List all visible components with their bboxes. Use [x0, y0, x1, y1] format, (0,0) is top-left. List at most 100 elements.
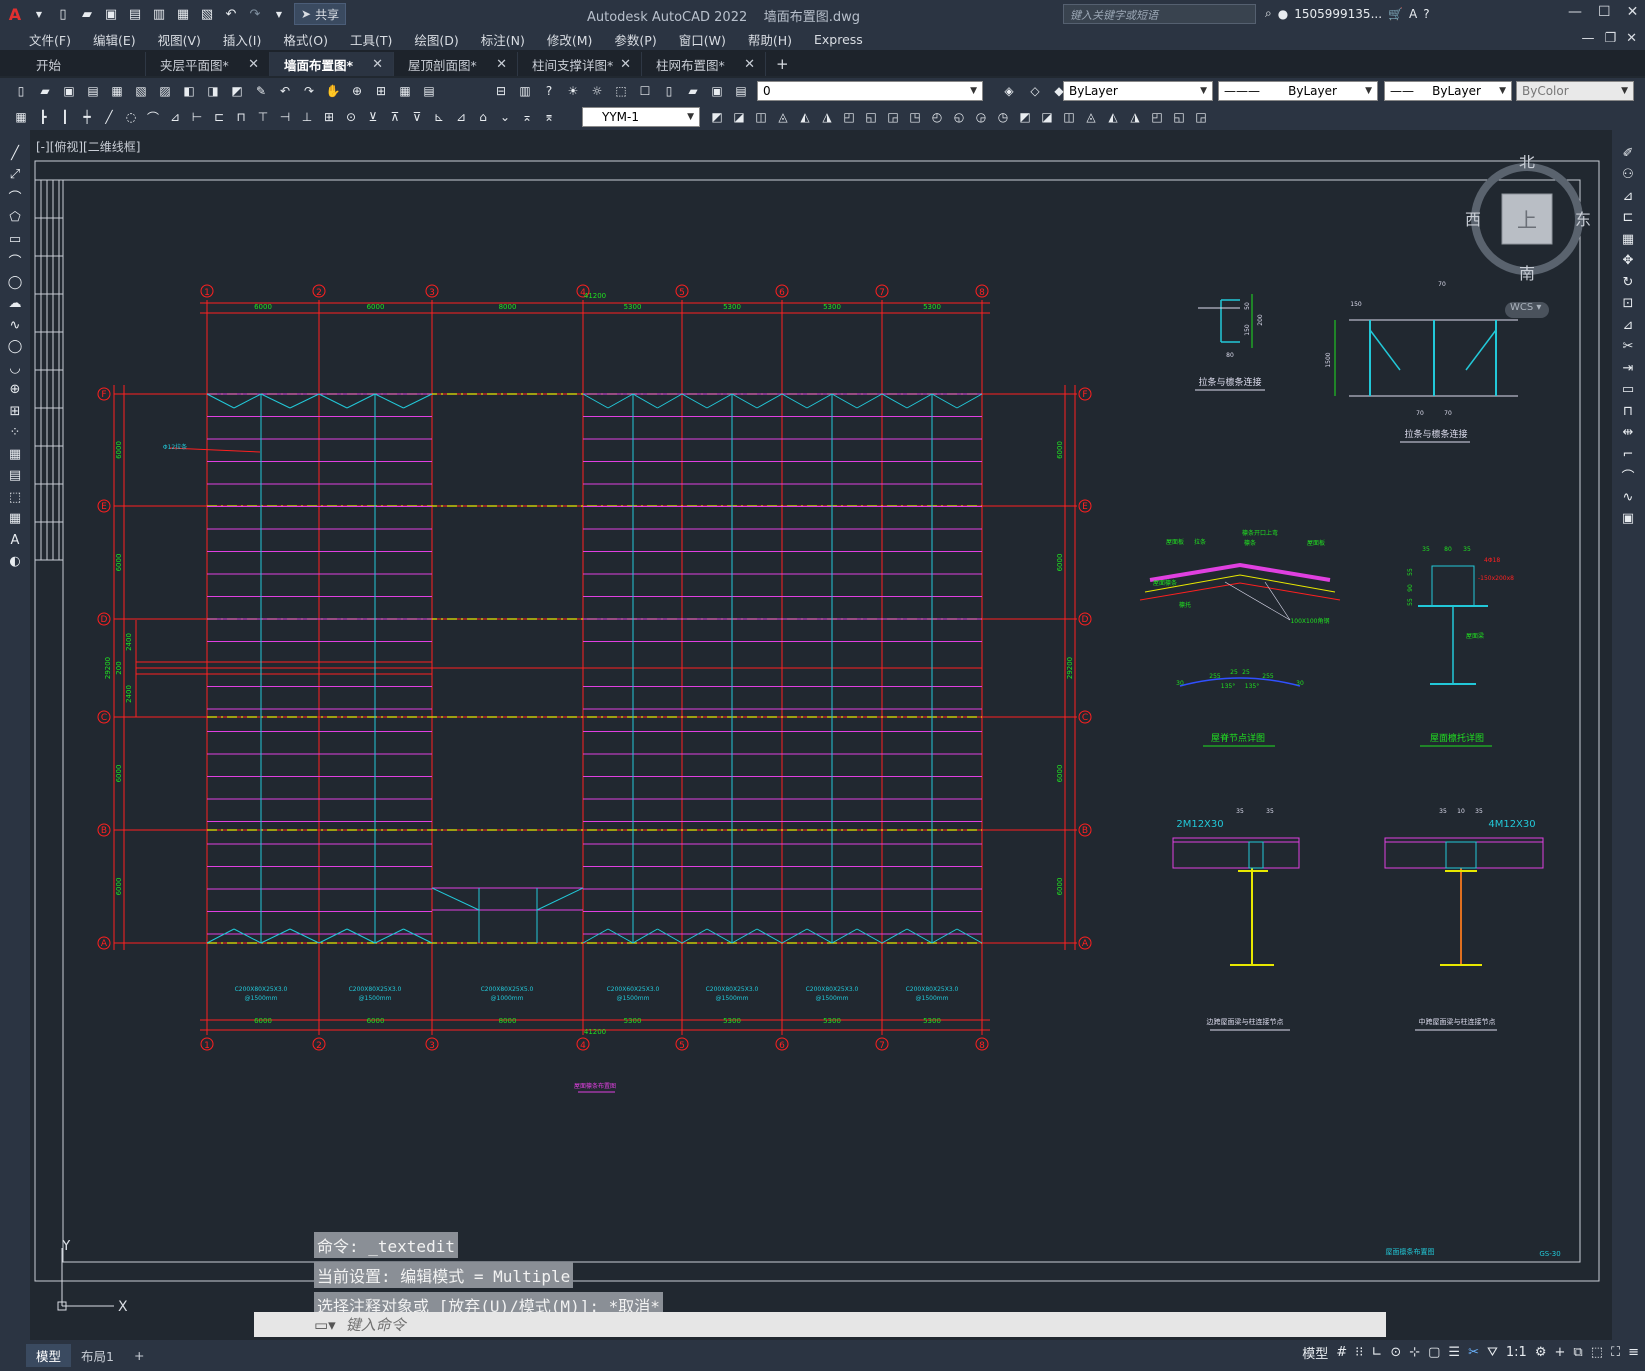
modify-tool-icon[interactable]: ⊓ [1622, 403, 1634, 419]
menu-item[interactable]: 文件(F) [29, 32, 71, 48]
modify-tool-icon[interactable]: ◰ [1151, 110, 1163, 124]
draw-tool-icon[interactable]: ▦ [8, 446, 22, 462]
doc-minimize-icon[interactable]: — [1581, 31, 1595, 46]
modify-tool-icon[interactable]: ⚇ [1622, 167, 1634, 182]
ortho-icon[interactable]: ∟ [1371, 1345, 1383, 1360]
command-line[interactable]: ▭▾ 键入命令 [254, 1312, 1386, 1337]
modify-tool-icon[interactable]: ◮ [822, 110, 832, 124]
modify-tool-icon[interactable]: ◬ [778, 110, 788, 124]
model-space-button[interactable]: 模型 [1302, 1347, 1329, 1362]
dimension-tool-icon[interactable]: ┣ [39, 110, 47, 124]
menu-item[interactable]: 视图(V) [157, 32, 201, 48]
cart-icon[interactable]: 🛒 [1388, 6, 1403, 21]
file-tab[interactable]: 墙面布置图*✕ [270, 52, 394, 76]
autodesk-account-icon[interactable]: A [1408, 6, 1418, 21]
search-input[interactable]: 键入关键字或短语 [1063, 4, 1256, 24]
modify-tool-icon[interactable]: ✂ [1622, 339, 1634, 354]
standard-tool-icon[interactable]: ▣ [63, 84, 75, 98]
file-tab[interactable]: 屋顶剖面图*✕ [394, 52, 518, 76]
modify-tool-icon[interactable]: ∿ [1622, 489, 1634, 505]
standard-tool-icon[interactable]: ✋ [325, 84, 341, 98]
modify-tool-icon[interactable]: ⇹ [1622, 425, 1634, 440]
tab-close-icon[interactable]: ✕ [248, 56, 259, 72]
modify-tool-icon[interactable]: ◮ [1130, 110, 1140, 124]
undo-icon[interactable]: ↶ [225, 6, 237, 22]
lineweight-dropdown[interactable]: ——ByLayer▼ [1384, 81, 1512, 101]
draw-tool-icon[interactable]: ⊕ [9, 382, 21, 397]
customize-qat-icon[interactable]: ▼ [275, 9, 283, 19]
dimension-tool-icon[interactable]: ⌒ [146, 110, 159, 125]
modify-tool-icon[interactable]: ◱ [1173, 110, 1185, 124]
dimension-tool-icon[interactable]: ⊿ [455, 110, 467, 124]
search-icon[interactable]: ⌕ [1265, 6, 1272, 20]
dimension-tool-icon[interactable]: ╱ [105, 110, 113, 124]
isodraft-icon[interactable]: ⊹ [1409, 1345, 1421, 1360]
modify-tool-icon[interactable]: ◴ [931, 110, 943, 124]
viewcube-face[interactable] [1501, 193, 1553, 245]
dimension-tool-icon[interactable]: ⊣ [279, 110, 291, 124]
osnap-icon[interactable]: ▢ [1428, 1345, 1441, 1360]
draw-tool-icon[interactable]: ▦ [8, 511, 22, 526]
modify-tool-icon[interactable]: ◳ [909, 110, 921, 124]
dimension-tool-icon[interactable]: ⌆ [543, 110, 555, 124]
file-tab[interactable]: 开始 [22, 52, 146, 76]
standard-tool-icon[interactable]: ↷ [303, 84, 315, 98]
modify-tool-icon[interactable]: ⊏ [1622, 210, 1634, 225]
standard-tool-icon[interactable]: ? [545, 84, 553, 98]
draw-tool-icon[interactable]: ◐ [9, 554, 21, 569]
annotation-scale-value[interactable]: 1:1 [1505, 1345, 1527, 1360]
redo-icon[interactable]: ↷ [249, 6, 261, 22]
dimension-tool-icon[interactable]: ⊏ [213, 110, 225, 124]
menu-item[interactable]: 插入(I) [222, 32, 262, 48]
hardware-acceleration-icon[interactable]: ⬚ [1590, 1345, 1603, 1360]
wcs-menu[interactable]: WCS ▾ [1505, 302, 1549, 318]
standard-tool-icon[interactable]: ⊞ [375, 84, 387, 98]
standard-tool-icon[interactable]: ▦ [111, 84, 123, 98]
dimension-tool-icon[interactable]: ⊙ [345, 110, 357, 124]
save-as-icon[interactable]: ▤ [128, 6, 142, 22]
modify-tool-icon[interactable]: ▦ [1621, 231, 1635, 247]
compass-north[interactable]: 北 [1519, 155, 1535, 171]
modify-tool-icon[interactable]: ◲ [887, 110, 899, 124]
file-tab[interactable]: 夹层平面图*✕ [146, 52, 270, 76]
draw-tool-icon[interactable]: ◯ [7, 274, 23, 290]
tab-close-icon[interactable]: ✕ [372, 56, 383, 72]
draw-tool-icon[interactable]: ⬠ [9, 210, 21, 225]
plot-icon[interactable]: ▧ [200, 6, 214, 22]
standard-tool-icon[interactable]: ▯ [17, 84, 25, 98]
modify-tool-icon[interactable]: ◫ [1063, 110, 1075, 124]
save-web-icon[interactable]: ▦ [176, 6, 190, 22]
modify-tool-icon[interactable]: ▣ [1621, 511, 1635, 526]
file-tab[interactable]: 柱间支撑详图*✕ [518, 52, 642, 76]
maximize-icon[interactable]: ☐ [1598, 4, 1611, 20]
layer-tool-icon[interactable]: ◇ [1030, 84, 1040, 98]
standard-tool-icon[interactable]: ☼ [591, 84, 603, 98]
standard-tool-icon[interactable]: ▦ [399, 84, 411, 98]
annotation-visibility-icon[interactable]: ✂ [1468, 1345, 1479, 1360]
lineweight-icon[interactable]: ☰ [1448, 1345, 1461, 1360]
draw-tool-icon[interactable]: ▭ [8, 231, 22, 247]
standard-tool-icon[interactable]: ↶ [279, 84, 291, 98]
draw-tool-icon[interactable]: ⤢ [9, 167, 21, 182]
modify-tool-icon[interactable]: ◬ [1086, 110, 1096, 124]
draw-tool-icon[interactable]: ☁ [8, 296, 22, 311]
workspace-gear-icon[interactable]: ⚙ [1534, 1345, 1547, 1360]
tab-close-icon[interactable]: ✕ [744, 56, 755, 72]
modify-tool-icon[interactable]: ◲ [1195, 110, 1207, 124]
draw-tool-icon[interactable]: ⬚ [8, 489, 22, 505]
standard-tool-icon[interactable]: ☀ [567, 84, 579, 98]
dimension-tool-icon[interactable]: ▦ [15, 110, 27, 124]
dimension-tool-icon[interactable]: ┿ [83, 110, 91, 124]
dimension-tool-icon[interactable]: ⊢ [191, 110, 203, 124]
open-web-icon[interactable]: ▥ [152, 6, 166, 22]
standard-tool-icon[interactable]: ▰ [688, 84, 698, 98]
modify-tool-icon[interactable]: ◪ [1041, 110, 1053, 124]
standard-tool-icon[interactable]: ⊕ [351, 84, 363, 98]
standard-tool-icon[interactable]: ▣ [711, 84, 723, 98]
menu-item[interactable]: 标注(N) [480, 32, 525, 48]
menu-item[interactable]: 工具(T) [349, 32, 393, 48]
modify-tool-icon[interactable]: ◰ [843, 110, 855, 124]
standard-tool-icon[interactable]: ☐ [639, 84, 651, 98]
draw-tool-icon[interactable]: ⌒ [8, 255, 22, 270]
